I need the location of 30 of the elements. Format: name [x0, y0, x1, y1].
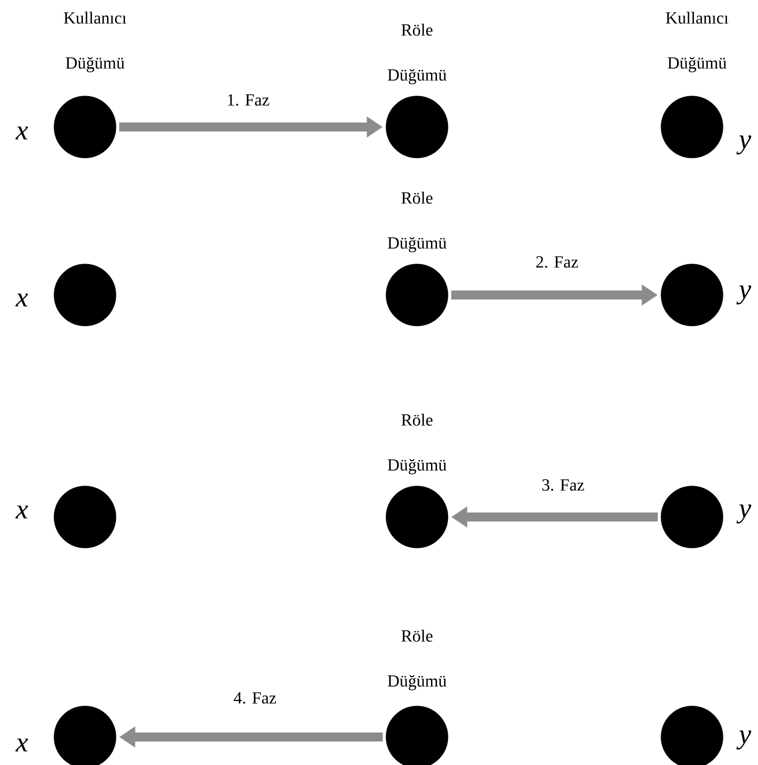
edge-label: 3. Faz — [542, 479, 584, 491]
node-circle — [54, 706, 116, 765]
edge-label: 4. Faz — [234, 692, 276, 704]
node-caption: Röle Düğümü — [388, 192, 446, 252]
node-caption: Röle Düğümü — [388, 24, 446, 84]
node-circle — [660, 486, 724, 548]
node-circle — [660, 706, 724, 765]
node-circle — [386, 264, 448, 326]
node-circle — [54, 96, 116, 158]
variable-label: x — [15, 294, 28, 306]
node-caption: Röle Düğümü — [388, 630, 446, 690]
edge-label: 1. Faz — [228, 94, 269, 106]
node-circle — [660, 264, 724, 326]
node-caption: Kullanıcı Düğümü — [64, 12, 126, 72]
node-circle — [54, 486, 116, 548]
variable-label: x — [15, 126, 28, 140]
node-circle — [386, 96, 448, 158]
variable-label: y — [736, 730, 752, 750]
node-caption: Kullanıcı Düğümü — [666, 12, 728, 72]
node-circle — [386, 706, 448, 765]
variable-label: y — [736, 286, 752, 304]
edge-label: 2. Faz — [536, 256, 578, 268]
variable-label: y — [736, 136, 752, 154]
node-circle — [54, 264, 116, 326]
variable-label: y — [736, 504, 752, 524]
variable-label: x — [15, 506, 28, 518]
variable-label: x — [15, 738, 28, 752]
node-caption: Röle Düğümü — [388, 414, 446, 474]
node-circle — [660, 96, 724, 158]
node-circle — [386, 486, 448, 548]
